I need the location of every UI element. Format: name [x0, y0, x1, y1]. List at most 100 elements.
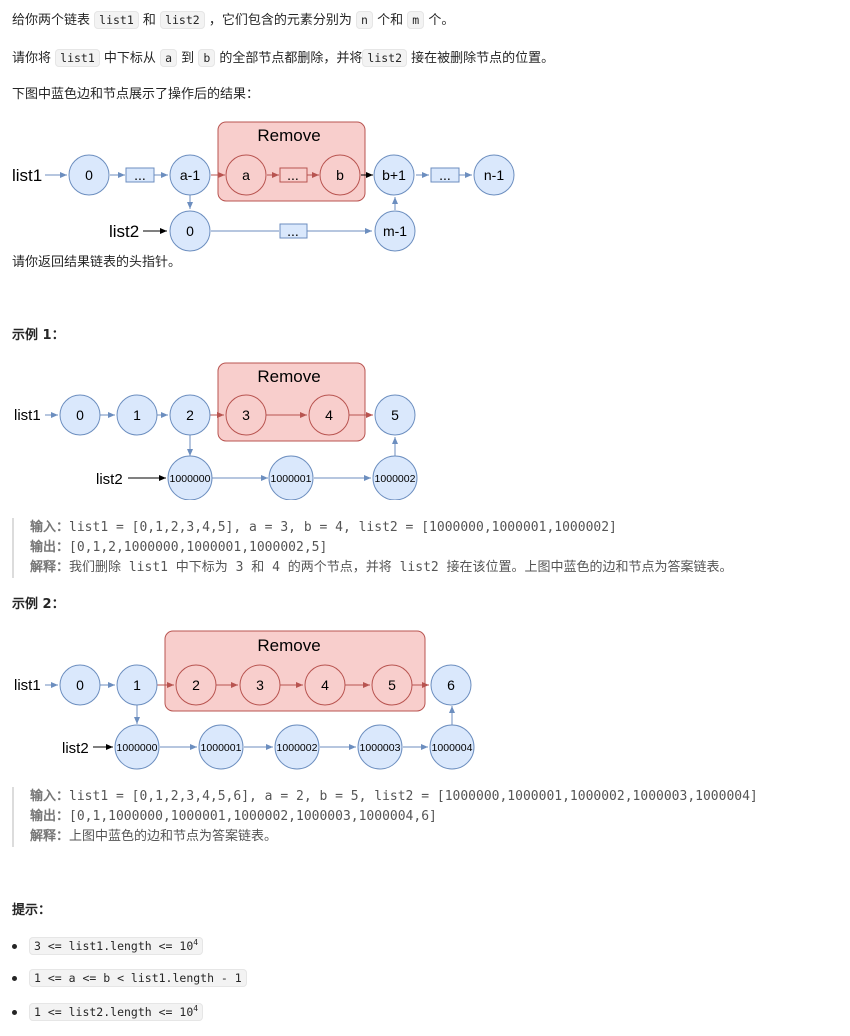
list2-label: list2: [109, 222, 139, 241]
text: 个。: [428, 13, 455, 28]
svg-text:a-1: a-1: [180, 167, 200, 183]
example1-io: 输入：list1 = [0,1,2,3,4,5], a = 3, b = 4, …: [12, 518, 838, 578]
output-row: 输出：[0,1,1000000,1000001,1000002,1000003,…: [30, 809, 437, 824]
example1-title: 示例 1：: [12, 328, 65, 343]
diagram-example2: Remove list1 list2 0 1 2 3 4 5 6 1000000…: [14, 630, 475, 770]
svg-text:2: 2: [192, 677, 200, 693]
node: 5: [374, 394, 416, 436]
code-b: b: [198, 49, 216, 67]
svg-text:...: ...: [134, 167, 146, 183]
svg-text:1000004: 1000004: [432, 742, 473, 754]
text: 请你将: [12, 51, 52, 66]
svg-text:a: a: [242, 167, 250, 183]
remove-box: [164, 630, 426, 712]
removed-node: 4: [308, 394, 350, 436]
code-list1: list1: [55, 49, 100, 67]
code-m: m: [407, 11, 425, 29]
svg-text:3: 3: [242, 407, 250, 423]
text: 和: [142, 13, 156, 28]
remove-label: Remove: [257, 367, 320, 386]
svg-text:0: 0: [76, 677, 84, 693]
node: 0: [59, 394, 101, 436]
svg-text:1000002: 1000002: [277, 742, 318, 754]
svg-text:0: 0: [186, 223, 194, 239]
svg-text:1000000: 1000000: [170, 473, 211, 485]
remove-label: Remove: [257, 636, 320, 655]
bullet-icon: [12, 976, 17, 981]
node: b+1: [373, 154, 415, 196]
svg-text:2: 2: [186, 407, 194, 423]
ellipsis-node: ...: [279, 223, 308, 239]
list2-label: list2: [96, 471, 123, 488]
hint-item-2: 1 <= a <= b < list1.length - 1: [12, 969, 247, 987]
node: 0: [59, 664, 101, 706]
node: 1000001: [268, 455, 314, 500]
svg-text:...: ...: [439, 167, 451, 183]
remove-label: Remove: [257, 126, 320, 145]
node: n-1: [473, 154, 515, 196]
text: ，它们包含的元素分别为: [208, 13, 352, 28]
text: 到: [181, 51, 195, 66]
node: 1000000: [167, 455, 213, 500]
node: 1000002: [372, 455, 418, 500]
svg-text:...: ...: [287, 223, 299, 239]
intro-line-4: 请你返回结果链表的头指针。: [12, 255, 182, 270]
ellipsis-node: ...: [430, 167, 460, 183]
code-list1: list1: [94, 11, 139, 29]
example2-io: 输入：list1 = [0,1,2,3,4,5,6], a = 2, b = 5…: [12, 787, 838, 847]
removed-node: b: [319, 154, 361, 196]
svg-text:6: 6: [447, 677, 455, 693]
input-row: 输入：list1 = [0,1,2,3,4,5,6], a = 2, b = 5…: [30, 789, 758, 804]
hint-item-3: 1 <= list2.length <= 104: [12, 1002, 204, 1021]
node: 1000003: [357, 724, 403, 770]
bullet-icon: [12, 943, 17, 949]
explain-row: 解释：我们删除 list1 中下标为 3 和 4 的两个节点，并将 list2 …: [30, 560, 733, 575]
diagram-example1: Remove list1 list2 0 1 2 3 4 5 1000000 1…: [14, 362, 418, 500]
bullet-icon: [12, 1009, 17, 1015]
node: 1000000: [114, 724, 160, 770]
svg-text:1000002: 1000002: [375, 473, 416, 485]
list1-label: list1: [14, 407, 41, 424]
code-a: a: [160, 49, 178, 67]
list2-label: list2: [62, 740, 89, 757]
svg-text:1: 1: [133, 677, 141, 693]
node: 0: [169, 210, 211, 252]
ellipsis-node: ...: [125, 167, 155, 183]
removed-node: 4: [304, 664, 346, 706]
svg-text:0: 0: [85, 167, 93, 183]
node: 6: [430, 664, 472, 706]
removed-node: a: [225, 154, 267, 196]
diagram-general: Remove list1 list2 0 ... a-1 a ... b b+1…: [12, 121, 515, 252]
removed-ellipsis-node: ...: [279, 167, 308, 183]
svg-text:1000000: 1000000: [117, 742, 158, 754]
node: 1000002: [274, 724, 320, 770]
example2-title: 示例 2：: [12, 597, 65, 612]
text: 中下标从: [103, 51, 156, 66]
svg-text:1000001: 1000001: [271, 473, 312, 485]
node: 1: [116, 664, 158, 706]
input-row: 输入：list1 = [0,1,2,3,4,5], a = 3, b = 4, …: [30, 520, 617, 535]
hint-item-1: 3 <= list1.length <= 104: [12, 936, 204, 955]
node: 2: [169, 394, 211, 436]
list1-label: list1: [12, 166, 42, 185]
node: 1: [116, 394, 158, 436]
text: 个和: [377, 13, 404, 28]
removed-node: 5: [371, 664, 413, 706]
output-row: 输出：[0,1,2,1000000,1000001,1000002,5]: [30, 540, 328, 555]
text: 的全部节点都删除，并将: [219, 51, 363, 66]
removed-node: 3: [225, 394, 267, 436]
node: 1000004: [429, 724, 475, 770]
text: 给你两个链表: [12, 13, 91, 28]
intro-line-1: 给你两个链表 list1 和 list2 ，它们包含的元素分别为 n 个和 m …: [12, 10, 454, 31]
svg-text:0: 0: [76, 407, 84, 423]
code-list2: list2: [362, 49, 408, 67]
svg-text:m-1: m-1: [383, 223, 407, 239]
svg-text:4: 4: [321, 677, 329, 693]
hints-title: 提示：: [12, 903, 52, 918]
list1-label: list1: [14, 677, 41, 694]
svg-text:1000003: 1000003: [360, 742, 401, 754]
svg-text:...: ...: [287, 167, 299, 183]
node: a-1: [169, 154, 211, 196]
text: 接在被删除节点的位置。: [411, 51, 555, 66]
removed-node: 2: [175, 664, 217, 706]
